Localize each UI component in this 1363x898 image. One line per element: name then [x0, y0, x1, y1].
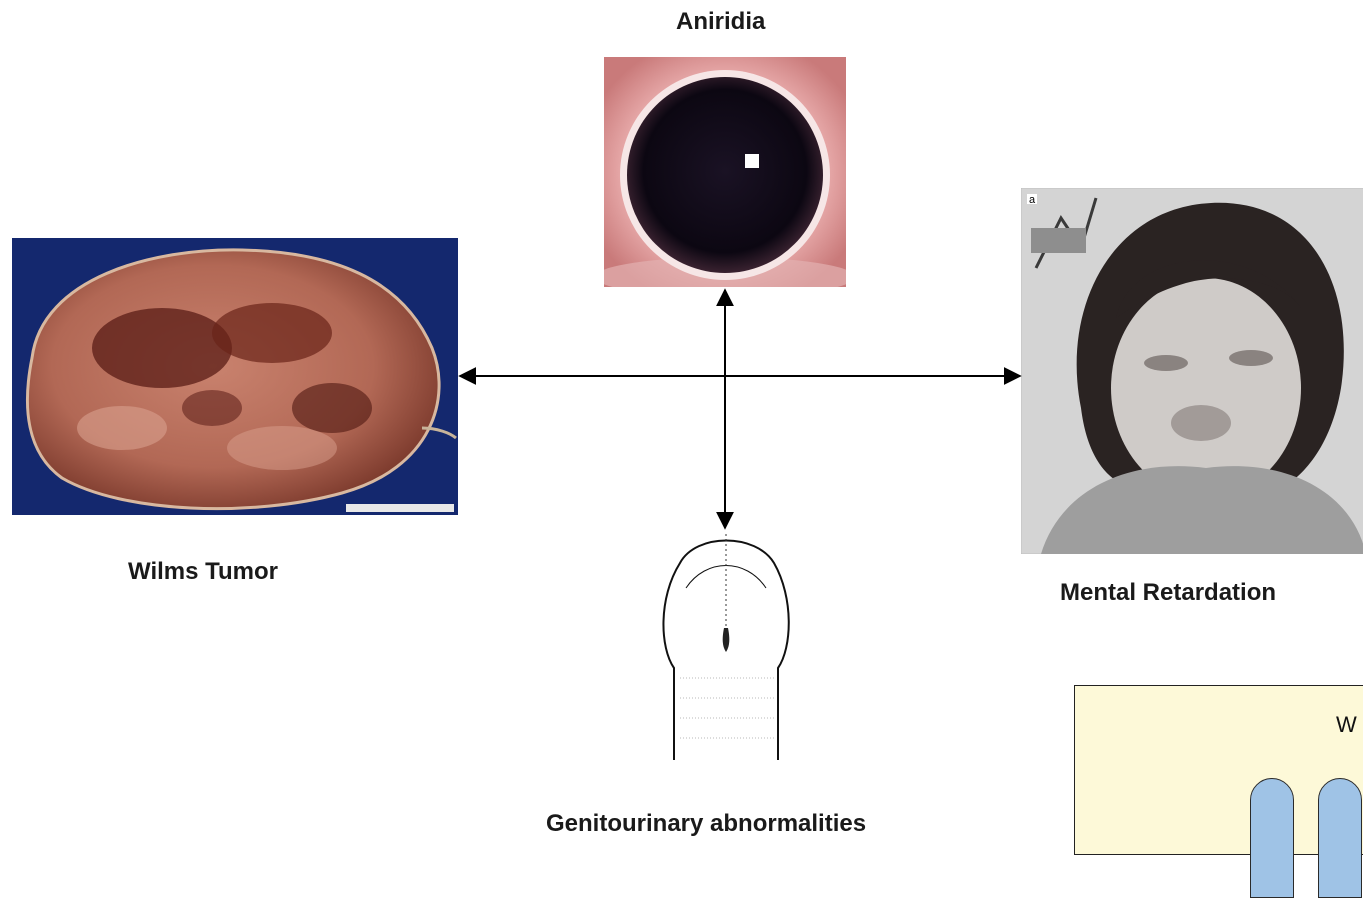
inset-title: W	[1336, 712, 1357, 738]
chromosome-shape-2	[1318, 778, 1362, 898]
inset-panel: W	[1074, 685, 1363, 855]
chromosome-shape-1	[1250, 778, 1294, 898]
